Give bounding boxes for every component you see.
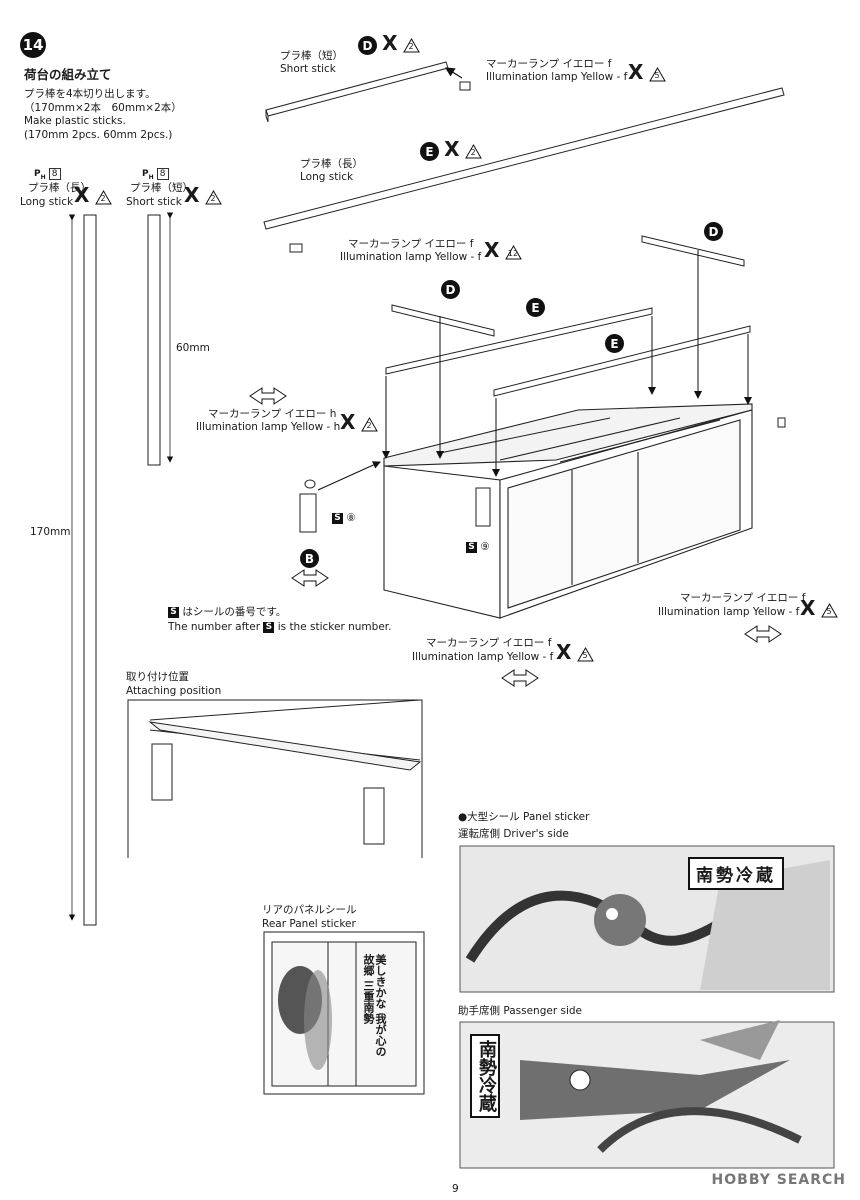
quantity-triangle-icon: 2 [464,144,482,159]
quantity-triangle-icon: 5 [820,603,838,618]
instruction-line: プラ棒を4本切り出します。 [24,88,156,100]
long-stick-e-jp: プラ棒（長） [300,158,363,170]
sticker-s-icon: S [466,541,477,553]
part-e-qty: E X 2 [420,137,482,161]
rear-panel-jp: リアのパネルシール [262,904,357,916]
short-stick-drawing [147,214,161,466]
passenger-logo: 南勢冷蔵 [470,1034,500,1118]
lamp-h-en: Illumination lamp Yellow - h [196,421,341,433]
driver-side-label: 運転席側 Driver's side [458,828,569,840]
lamp-f-top-en: Illumination lamp Yellow - f [486,71,628,83]
truck-box [383,403,753,619]
sticker-number-8: S ⑧8 [332,512,356,525]
passenger-sticker-art [459,1020,835,1169]
sticker-s-icon: S [332,512,343,524]
short-stick-d-en: Short stick [280,63,336,75]
callout-b: B [300,549,319,568]
part-d-qty: D X 2 [358,31,420,55]
lamp-h-jp: マーカーランプ イエロー h [208,408,337,420]
attach-en: Attaching position [126,685,222,697]
quantity-triangle-icon: 2 [204,190,222,205]
instruction-line: Make plastic sticks. [24,115,126,127]
callout-e: E [526,298,545,317]
attach-jp: 取り付け位置 [126,671,189,683]
long-stick-code: PH 8 [34,168,61,184]
stick-e-top [263,87,785,230]
driver-logo: 南勢冷蔵 [688,857,784,890]
side-lamps [299,417,786,533]
page-number: 9 [452,1183,459,1195]
quantity-triangle-icon: 12 [504,245,522,260]
long-stick-length: 170mm [30,526,71,538]
quantity-triangle-icon: 2 [360,417,378,432]
lamp-f-top-qty: X 5 [628,60,666,84]
times-icon: X [340,410,356,434]
lamp-f-mid-qty: X 12 [484,238,522,262]
lamp-f-right-en: Illumination lamp Yellow - f [658,606,800,618]
lamp-f-bottom-en: Illumination lamp Yellow - f [412,651,554,663]
short-stick-code: PH 8 [142,168,169,184]
times-icon: X [556,640,572,664]
lamp-f-right-jp: マーカーランプ イエロー f [680,592,806,604]
lamp-f-mid-jp: マーカーランプ イエロー f [348,238,474,250]
long-stick-qty: X 2 [74,183,112,207]
quantity-triangle-icon: 2 [402,38,420,53]
sticker-number-9: S ⑨9 [466,541,490,554]
long-stick-drawing [83,214,97,926]
rear-panel-text: 美しきかな 我が心の故郷 三重南勢 [362,954,387,1057]
times-icon: X [444,137,460,161]
sticker-s-icon: S [168,606,179,618]
lamp-f-mid-en: Illumination lamp Yellow - f [340,251,482,263]
lamp-f-piece [289,243,303,253]
lamp-f-bottom-qty: X 5 [556,640,594,664]
watermark: HOBBY SEARCH [711,1172,846,1188]
rear-figure-right [304,970,332,1070]
rear-panel-en: Rear Panel sticker [262,918,356,930]
instruction-line: （170mm×2本 60mm×2本） [24,101,182,114]
step-heading: 荷台の組み立て [24,67,112,82]
times-icon: X [800,596,816,620]
sticker-note-en: The number after S is the sticker number… [168,621,392,633]
short-stick-qty: X 2 [184,183,222,207]
times-icon: X [184,183,200,207]
passenger-side-label: 助手席側 Passenger side [458,1005,582,1017]
placement-arrows [382,250,752,477]
lamp-f-right-qty: X 5 [800,596,838,620]
panel-sticker-title: ●大型シール Panel sticker [458,811,590,823]
instructions: プラ棒を4本切り出します。 （170mm×2本 60mm×2本） Make pl… [24,88,182,142]
sticker-s-icon: S [263,621,275,633]
short-stick-length: 60mm [176,342,210,354]
callout-e: E [605,334,624,353]
short-stick-jp: プラ棒（短） [130,182,193,194]
times-icon: X [484,238,500,262]
instruction-line: (170mm 2pcs. 60mm 2pcs.) [24,128,173,141]
callout-d: D [704,222,723,241]
callout-d: D [441,280,460,299]
long-stick-en: Long stick [20,196,74,208]
times-icon: X [628,60,644,84]
part-letter-d: D [358,36,377,55]
lamp-f-top-jp: マーカーランプ イエロー f [486,58,612,70]
short-stick-d-jp: プラ棒（短） [280,50,343,62]
lamp-f-bottom-jp: マーカーランプ イエロー f [426,637,552,649]
part-letter-e: E [420,142,439,161]
sticker-note-jp: S はシールの番号です。 [168,606,286,619]
long-stick-jp: プラ棒（長） [28,182,91,194]
lamp-h-qty: X 2 [340,410,378,434]
long-stick-e-en: Long stick [300,171,354,183]
quantity-triangle-icon: 2 [94,190,112,205]
direction-arrows [249,387,782,687]
times-icon: X [74,183,90,207]
rails [385,235,751,397]
quantity-triangle-icon: 5 [648,67,666,82]
lamp-f-piece [459,81,471,91]
short-stick-en: Short stick [126,196,182,208]
step-number: 14 [20,32,46,58]
quantity-triangle-icon: 5 [576,647,594,662]
times-icon: X [382,31,398,55]
attach-panel [127,699,423,858]
